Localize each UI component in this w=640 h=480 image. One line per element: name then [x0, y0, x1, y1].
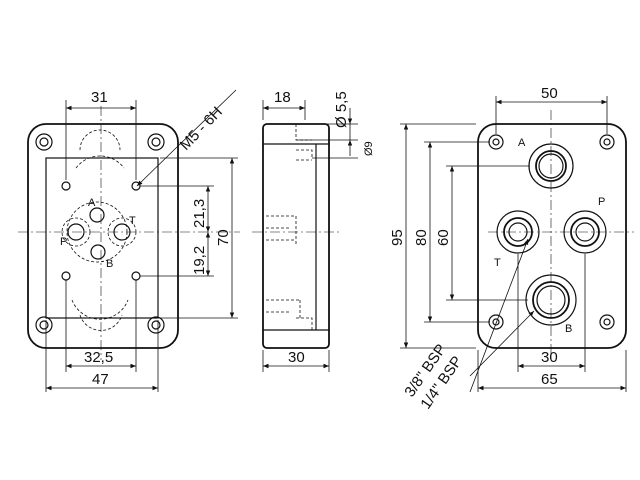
side-dim-bottom: 30	[288, 349, 305, 366]
rear-dim-bottom1: 30	[541, 349, 558, 366]
front-dim-v3: 70	[215, 229, 232, 246]
rear-dim-bottom2: 65	[541, 371, 558, 388]
rear-ports	[496, 143, 607, 326]
front-corner-holes	[35, 133, 165, 334]
side-dim-hole2: Ø9	[363, 141, 375, 156]
side-dim-hole1: Ø 5,5	[333, 91, 350, 128]
front-dim-top: 31	[91, 89, 108, 106]
rear-port-t-label: T	[494, 257, 501, 269]
front-thread-callout: M5 - 6H	[177, 104, 226, 154]
front-port-b-label: B	[106, 258, 113, 270]
rear-dim-top: 50	[541, 85, 558, 102]
front-dim-bottom1: 32,5	[84, 349, 113, 366]
front-dim-v2: 19,2	[191, 246, 208, 275]
rear-body-outline	[477, 123, 627, 349]
front-dim-bottom2: 47	[92, 371, 109, 388]
rear-dim-v1: 95	[389, 229, 406, 246]
front-view: A P T B 31 M5 - 6H 21,3 19,2 70 32,5 47	[18, 89, 240, 392]
rear-dim-v2: 80	[413, 229, 430, 246]
side-view: 18 Ø 5,5 Ø9 30	[252, 89, 375, 372]
front-port-p-label: P	[60, 236, 67, 248]
front-ports	[67, 207, 131, 260]
front-inner-face	[45, 157, 159, 319]
rear-dim-v3: 60	[435, 229, 452, 246]
front-hidden-lines	[61, 129, 137, 331]
front-port-t-label: T	[129, 215, 136, 227]
side-dim-top: 18	[274, 89, 291, 106]
rear-port-a-label: A	[518, 137, 526, 149]
rear-port-p-label: P	[598, 196, 605, 208]
rear-port-b-label: B	[565, 323, 572, 335]
front-dim-v1: 21,3	[191, 199, 208, 228]
front-body-outline	[27, 123, 179, 349]
rear-view: A P T B 50 95 80 60 30 65 3/8" BSP	[389, 85, 634, 412]
front-port-a-label: A	[88, 197, 96, 209]
